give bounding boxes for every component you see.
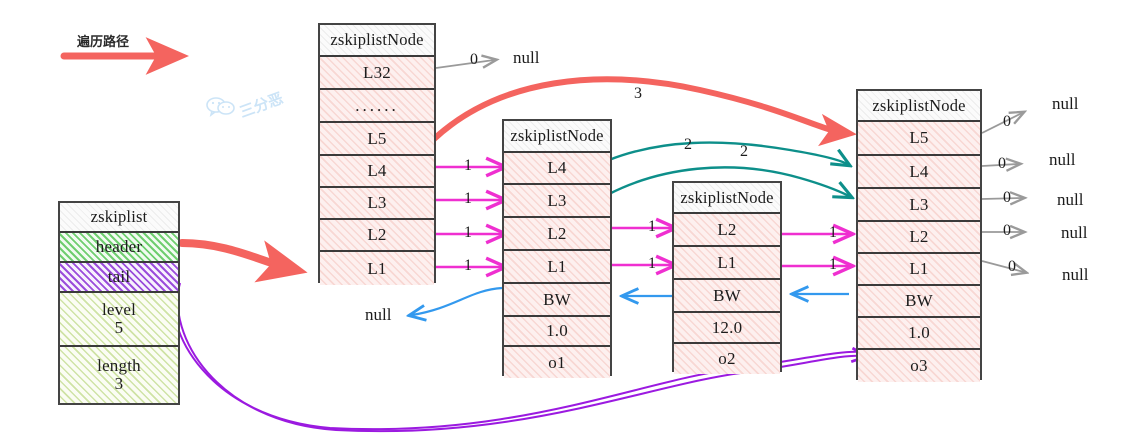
node-2-cell-obj: o1 — [504, 347, 610, 378]
zskiplist-tail-row: tail — [60, 263, 178, 293]
span-label-node2-l1: 1 — [648, 255, 656, 272]
span-label-node4-l3: 0 — [1003, 189, 1011, 206]
zskiplist-box: zskiplist header tail level 5 length 3 — [58, 201, 180, 405]
zskiplist-node-1: zskiplistNode L32 ...... L5 L4 L3 L2 L1 — [318, 23, 436, 285]
zskiplist-length-value: 3 — [114, 374, 124, 393]
zskiplist-length-row: length 3 — [60, 347, 178, 403]
span-label-node2-l3: 2 — [740, 143, 748, 160]
zskiplist-level-value: 5 — [114, 318, 124, 337]
zskiplist-node-2: zskiplistNode L4 L3 L2 L1 BW 1.0 o1 — [502, 119, 612, 378]
span-label-node4-l2: 0 — [1003, 222, 1011, 239]
span-label-node1-l3: 1 — [464, 190, 472, 207]
node-3-cell-score: 12.0 — [674, 313, 780, 344]
zskiplist-title: zskiplist — [60, 203, 178, 233]
node-1-cell-l2: L2 — [320, 220, 434, 252]
zskiplist-level-label: level — [101, 300, 137, 320]
null-label-node4-l2: null — [1061, 223, 1088, 242]
node-1-cell-l5: L5 — [320, 123, 434, 156]
node-1-title: zskiplistNode — [320, 25, 434, 57]
node1-l32-null-arrow — [435, 60, 494, 69]
node2-l4-to-node4-l4-arrow — [608, 141, 847, 164]
span-label-node4-l5: 0 — [1003, 113, 1011, 130]
node4-l3-null-arrow — [981, 198, 1022, 199]
node-2-title: zskiplistNode — [504, 121, 610, 153]
node-1-cell-l3: L3 — [320, 188, 434, 220]
node-2-cell-l3: L3 — [504, 185, 610, 218]
node-1-cell-ellipsis: ...... — [320, 90, 434, 123]
span-label-node3-l1: 1 — [829, 256, 837, 273]
span-label-node1-l4: 1 — [464, 157, 472, 174]
null-label-node4-l1: null — [1062, 265, 1089, 284]
node-2-cell-score: 1.0 — [504, 317, 610, 347]
node-3-cell-l2: L2 — [674, 214, 780, 247]
node-4-cell-score: 1.0 — [858, 318, 980, 350]
node-4-cell-l5: L5 — [858, 122, 980, 156]
null-label-node4-l3: null — [1057, 190, 1084, 209]
node-2-cell-bw: BW — [504, 284, 610, 317]
span-label-node1-l32: 0 — [470, 51, 478, 68]
node-4-cell-l3: L3 — [858, 189, 980, 222]
zskiplist-level-row: level 5 — [60, 293, 178, 347]
span-label-node1-l2: 1 — [464, 224, 472, 241]
span-label-node2-l2: 1 — [648, 218, 656, 235]
node-1-cell-l1: L1 — [320, 252, 434, 285]
node2-bw-to-null-arrow — [412, 286, 503, 315]
node-3-cell-l1: L1 — [674, 247, 780, 280]
node-4-cell-l4: L4 — [858, 156, 980, 189]
node-1-cell-l4: L4 — [320, 156, 434, 188]
span-label-node3-l2: 1 — [829, 224, 837, 241]
null-label-node2-bw: null — [365, 305, 392, 324]
zskiplist-node-3: zskiplistNode L2 L1 BW 12.0 o2 — [672, 181, 782, 374]
node-3-title: zskiplistNode — [674, 183, 780, 214]
traversal-path-label: 遍历路径 — [77, 35, 130, 50]
span-label-node1-l5: 3 — [634, 85, 642, 102]
span-label-node4-l1: 0 — [1008, 258, 1016, 275]
span-label-node4-l4: 0 — [998, 155, 1006, 172]
null-label-node4-l4: null — [1049, 150, 1076, 169]
node-1-cell-l32: L32 — [320, 57, 434, 90]
watermark-text: 三分恶 — [237, 89, 286, 122]
header-to-node1-arrow — [178, 239, 308, 283]
node4-l5-null-arrow — [981, 113, 1022, 134]
span-label-node2-l4: 2 — [684, 136, 692, 153]
wechat-icon — [206, 97, 235, 117]
null-label-node1-l32: null — [513, 48, 540, 67]
node-2-cell-l1: L1 — [504, 251, 610, 284]
node-4-title: zskiplistNode — [858, 91, 980, 122]
span-label-node1-l1: 1 — [464, 257, 472, 274]
zskiplist-node-4: zskiplistNode L5 L4 L3 L2 L1 BW 1.0 o3 — [856, 89, 982, 382]
node-3-cell-bw: BW — [674, 280, 780, 313]
node-4-cell-l1: L1 — [858, 254, 980, 286]
node-4-cell-l2: L2 — [858, 222, 980, 254]
zskiplist-header-row: header — [60, 233, 178, 263]
null-label-node4-l5: null — [1052, 94, 1079, 113]
node-4-cell-bw: BW — [858, 286, 980, 318]
node-3-cell-obj: o2 — [674, 344, 780, 374]
node4-l1-null-arrow — [981, 260, 1024, 272]
node-2-cell-l2: L2 — [504, 218, 610, 251]
node-4-cell-obj: o3 — [858, 350, 980, 382]
node-2-cell-l4: L4 — [504, 153, 610, 185]
zskiplist-length-label: length — [97, 356, 141, 376]
